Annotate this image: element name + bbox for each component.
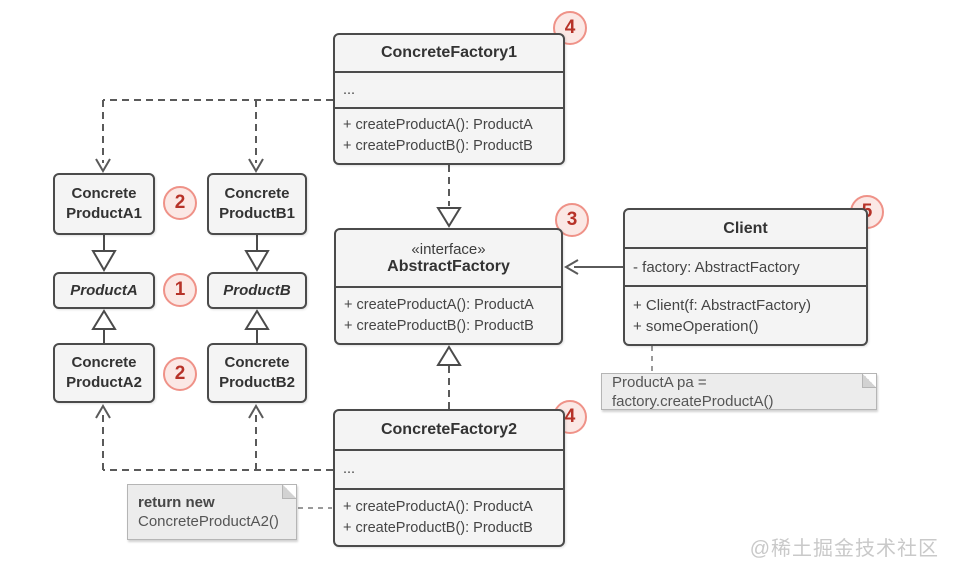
dependency-line-factory2-products	[102, 415, 333, 471]
class-title: ConcreteFactory1	[335, 35, 563, 73]
badge-number: 1	[174, 279, 186, 300]
method-constructor: + Client(f: AbstractFactory)	[633, 296, 811, 314]
badge-number: 4	[564, 406, 576, 427]
open-arrowhead-up-b2	[248, 404, 264, 419]
class-name-line1: Concrete	[224, 185, 290, 202]
open-arrowhead-left-abstractfactory	[564, 259, 579, 275]
class-name-line1: Concrete	[224, 354, 290, 371]
badge-number: 3	[566, 209, 578, 230]
class-product-a: ProductA	[53, 272, 155, 309]
class-title: Client	[625, 210, 866, 249]
class-abstract-factory: «interface» AbstractFactory + createProd…	[334, 228, 563, 345]
method-create-product-a: + createProductA(): ProductA	[344, 296, 534, 313]
hollow-triangle-up-productb	[244, 309, 270, 330]
class-concrete-product-b2: Concrete ProductB2	[207, 343, 307, 403]
class-name-line2: ProductB2	[219, 374, 295, 391]
hollow-triangle-down-abstractfactory	[436, 207, 462, 228]
badge-products-interface: 1	[163, 273, 197, 307]
class-attributes: ...	[335, 73, 563, 109]
class-attributes: ...	[335, 451, 563, 490]
class-methods: + createProductA(): ProductA + createPro…	[336, 288, 561, 343]
class-attributes: - factory: AbstractFactory	[625, 249, 866, 287]
hollow-triangle-up-abstractfactory	[436, 345, 462, 366]
badge-products-bottom: 2	[163, 357, 197, 391]
open-arrowhead-down-b1	[248, 158, 264, 173]
class-client: Client - factory: AbstractFactory + Clie…	[623, 208, 868, 346]
class-name-line2: ProductA2	[66, 374, 142, 391]
class-title: «interface» AbstractFactory	[336, 230, 561, 288]
class-product-b: ProductB	[207, 272, 307, 309]
watermark-text: @稀土掘金技术社区	[749, 538, 939, 560]
open-arrowhead-up-a2	[95, 404, 111, 419]
method-create-product-a: + createProductA(): ProductA	[343, 498, 533, 515]
class-concrete-factory-1: ConcreteFactory1 ... + createProductA():…	[333, 33, 565, 165]
class-name: ProductA	[70, 281, 138, 299]
attribute-ellipsis: ...	[343, 81, 356, 98]
method-create-product-b: + createProductB(): ProductB	[344, 317, 534, 334]
note-return-new: return new ConcreteProductA2()	[127, 484, 297, 540]
class-concrete-product-b1: Concrete ProductB1	[207, 173, 307, 235]
class-methods: + Client(f: AbstractFactory) + someOpera…	[625, 287, 866, 344]
class-concrete-product-a1: Concrete ProductA1	[53, 173, 155, 235]
class-name: ProductB	[223, 281, 291, 299]
hollow-triangle-down-productb	[244, 250, 270, 272]
note-fold-corner	[862, 374, 876, 388]
class-title: ConcreteFactory2	[335, 411, 563, 451]
method-create-product-a: + createProductA(): ProductA	[343, 117, 533, 133]
attribute-ellipsis: ...	[343, 461, 356, 477]
note-text-line2: ConcreteProductA2()	[138, 513, 279, 530]
method-create-product-b: + createProductB(): ProductB	[343, 138, 533, 154]
class-name-line2: ProductB1	[219, 205, 295, 222]
class-name-line1: Concrete	[71, 354, 137, 371]
note-text: ProductA pa = factory.createProductA()	[612, 373, 774, 410]
note-text-line1: return new	[138, 494, 215, 511]
class-name-line2: ProductA1	[66, 205, 142, 222]
hollow-triangle-up-producta	[91, 309, 117, 330]
badge-number: 2	[174, 192, 186, 213]
note-client-usage: ProductA pa = factory.createProductA()	[601, 373, 877, 410]
badge-products-top: 2	[163, 186, 197, 220]
hollow-triangle-down-producta	[91, 250, 117, 272]
class-name: AbstractFactory	[387, 257, 510, 275]
class-concrete-factory-2: ConcreteFactory2 ... + createProductA():…	[333, 409, 565, 547]
badge-number: 4	[564, 17, 576, 38]
stereotype-interface: «interface»	[411, 240, 486, 258]
attribute-factory: - factory: AbstractFactory	[633, 258, 800, 276]
dependency-line-factory1-products	[102, 99, 333, 163]
class-concrete-product-a2: Concrete ProductA2	[53, 343, 155, 403]
open-arrowhead-down-a1	[95, 158, 111, 173]
note-fold-corner	[282, 485, 296, 499]
class-name-line1: Concrete	[71, 185, 137, 202]
class-methods: + createProductA(): ProductA + createPro…	[335, 490, 563, 545]
method-some-operation: + someOperation()	[633, 317, 759, 335]
class-methods: + createProductA(): ProductA + createPro…	[335, 109, 563, 163]
badge-number: 2	[174, 363, 186, 384]
method-create-product-b: + createProductB(): ProductB	[343, 519, 533, 536]
